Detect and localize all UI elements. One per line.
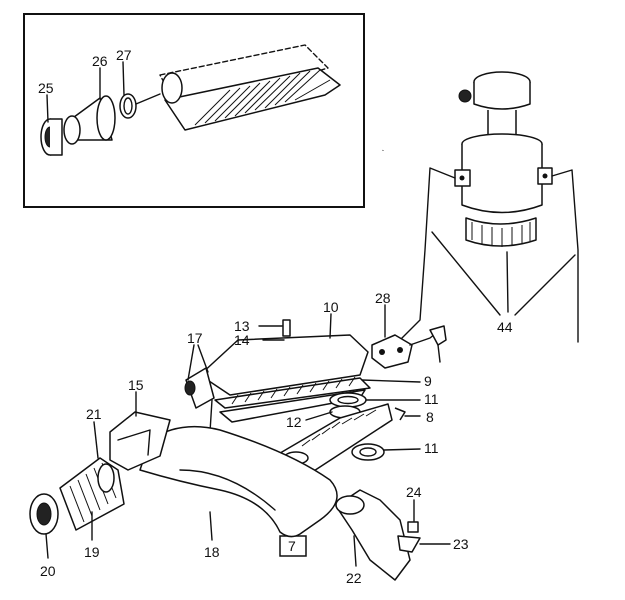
label-28: 28 <box>375 290 391 306</box>
label-9: 9 <box>424 373 432 389</box>
gaskets-11-12: 11 12 8 <box>286 391 439 430</box>
ring-25 <box>40 118 63 156</box>
label-11-upper: 11 <box>424 391 439 407</box>
label-17: 17 <box>187 330 203 346</box>
label-20: 20 <box>40 563 56 579</box>
elbow-22-23-24: 24 23 22 <box>335 484 469 586</box>
label-7: 7 <box>288 538 296 554</box>
label-12: 12 <box>286 414 302 430</box>
label-22: 22 <box>346 570 362 586</box>
label-18: 18 <box>204 544 220 560</box>
label-15: 15 <box>128 377 144 393</box>
label-14: 14 <box>234 332 250 348</box>
inset-detail: 25 26 27 <box>23 13 365 208</box>
sleeve-26 <box>63 95 116 145</box>
label-8: 8 <box>426 409 434 425</box>
label-11-lower: 11 <box>424 440 439 456</box>
filter-housing-10: 10 9 13 14 17 16 <box>184 299 432 451</box>
label-23: 23 <box>453 536 469 552</box>
label-25: 25 <box>38 80 54 96</box>
label-19: 19 <box>84 544 100 560</box>
hose-assembly: 15 21 19 20 18 <box>29 377 338 579</box>
label-13: 13 <box>234 318 250 334</box>
label-44: 44 <box>497 319 513 335</box>
label-21: 21 <box>86 406 102 422</box>
inset-duct <box>159 44 341 131</box>
label-10: 10 <box>323 299 339 315</box>
valve-28: 28 <box>371 290 447 369</box>
label-27: 27 <box>116 47 132 63</box>
air-cleaner-44: 44 <box>380 71 579 343</box>
clamp-27 <box>119 93 161 119</box>
label-26: 26 <box>92 53 108 69</box>
label-24: 24 <box>406 484 422 500</box>
